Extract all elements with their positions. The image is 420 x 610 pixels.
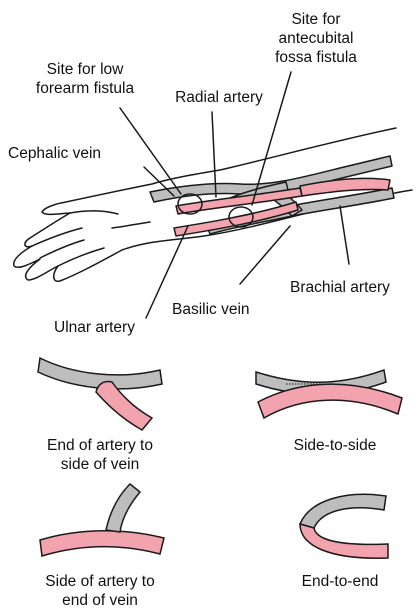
- label-low-forearm-fistula-site: Site for low forearm fistula: [16, 60, 154, 98]
- caption-line: end of vein: [20, 591, 180, 610]
- label-line: Ulnar artery: [54, 318, 135, 337]
- caption-side-artery-end-vein: Side of artery to end of vein: [20, 572, 180, 610]
- label-line: Site for: [270, 10, 362, 29]
- caption-end-artery-side-vein: End of artery to side of vein: [20, 436, 180, 474]
- label-radial-artery: Radial artery: [160, 88, 278, 107]
- label-line: Site for low: [16, 60, 154, 79]
- anastomosis-end-to-end: [300, 494, 388, 558]
- artery-segment: [40, 531, 164, 556]
- label-line: antecubital: [270, 29, 362, 48]
- label-line: fossa fistula: [270, 48, 362, 67]
- label-line: Basilic vein: [172, 300, 250, 319]
- anastomosis-side-to-side: [256, 370, 402, 418]
- label-line: Radial artery: [160, 88, 278, 107]
- leader-line: [120, 108, 181, 194]
- vein-segment: [106, 484, 140, 532]
- artery-segment: [300, 524, 388, 558]
- label-antecubital-fistula-site: Site for antecubital fossa fistula: [270, 10, 362, 67]
- leader-line: [340, 206, 349, 264]
- leader-line: [240, 226, 290, 284]
- caption-end-to-end: End-to-end: [280, 572, 400, 591]
- vein-segment: [300, 494, 386, 528]
- anastomosis-end-artery-side-vein: [38, 358, 162, 430]
- label-line: Cephalic vein: [8, 144, 101, 163]
- caption-side-to-side: Side-to-side: [270, 436, 400, 455]
- label-basilic-vein: Basilic vein: [172, 300, 250, 319]
- caption-line: Side-to-side: [270, 436, 400, 455]
- caption-line: End of artery to: [20, 436, 180, 455]
- label-line: Brachial artery: [290, 278, 390, 297]
- label-line: forearm fistula: [16, 79, 154, 98]
- label-ulnar-artery: Ulnar artery: [54, 318, 135, 337]
- label-cephalic-vein: Cephalic vein: [8, 144, 101, 163]
- caption-line: Side of artery to: [20, 572, 180, 591]
- caption-line: End-to-end: [280, 572, 400, 591]
- anastomosis-side-artery-end-vein: [40, 484, 164, 556]
- label-brachial-artery: Brachial artery: [290, 278, 390, 297]
- caption-line: side of vein: [20, 455, 180, 474]
